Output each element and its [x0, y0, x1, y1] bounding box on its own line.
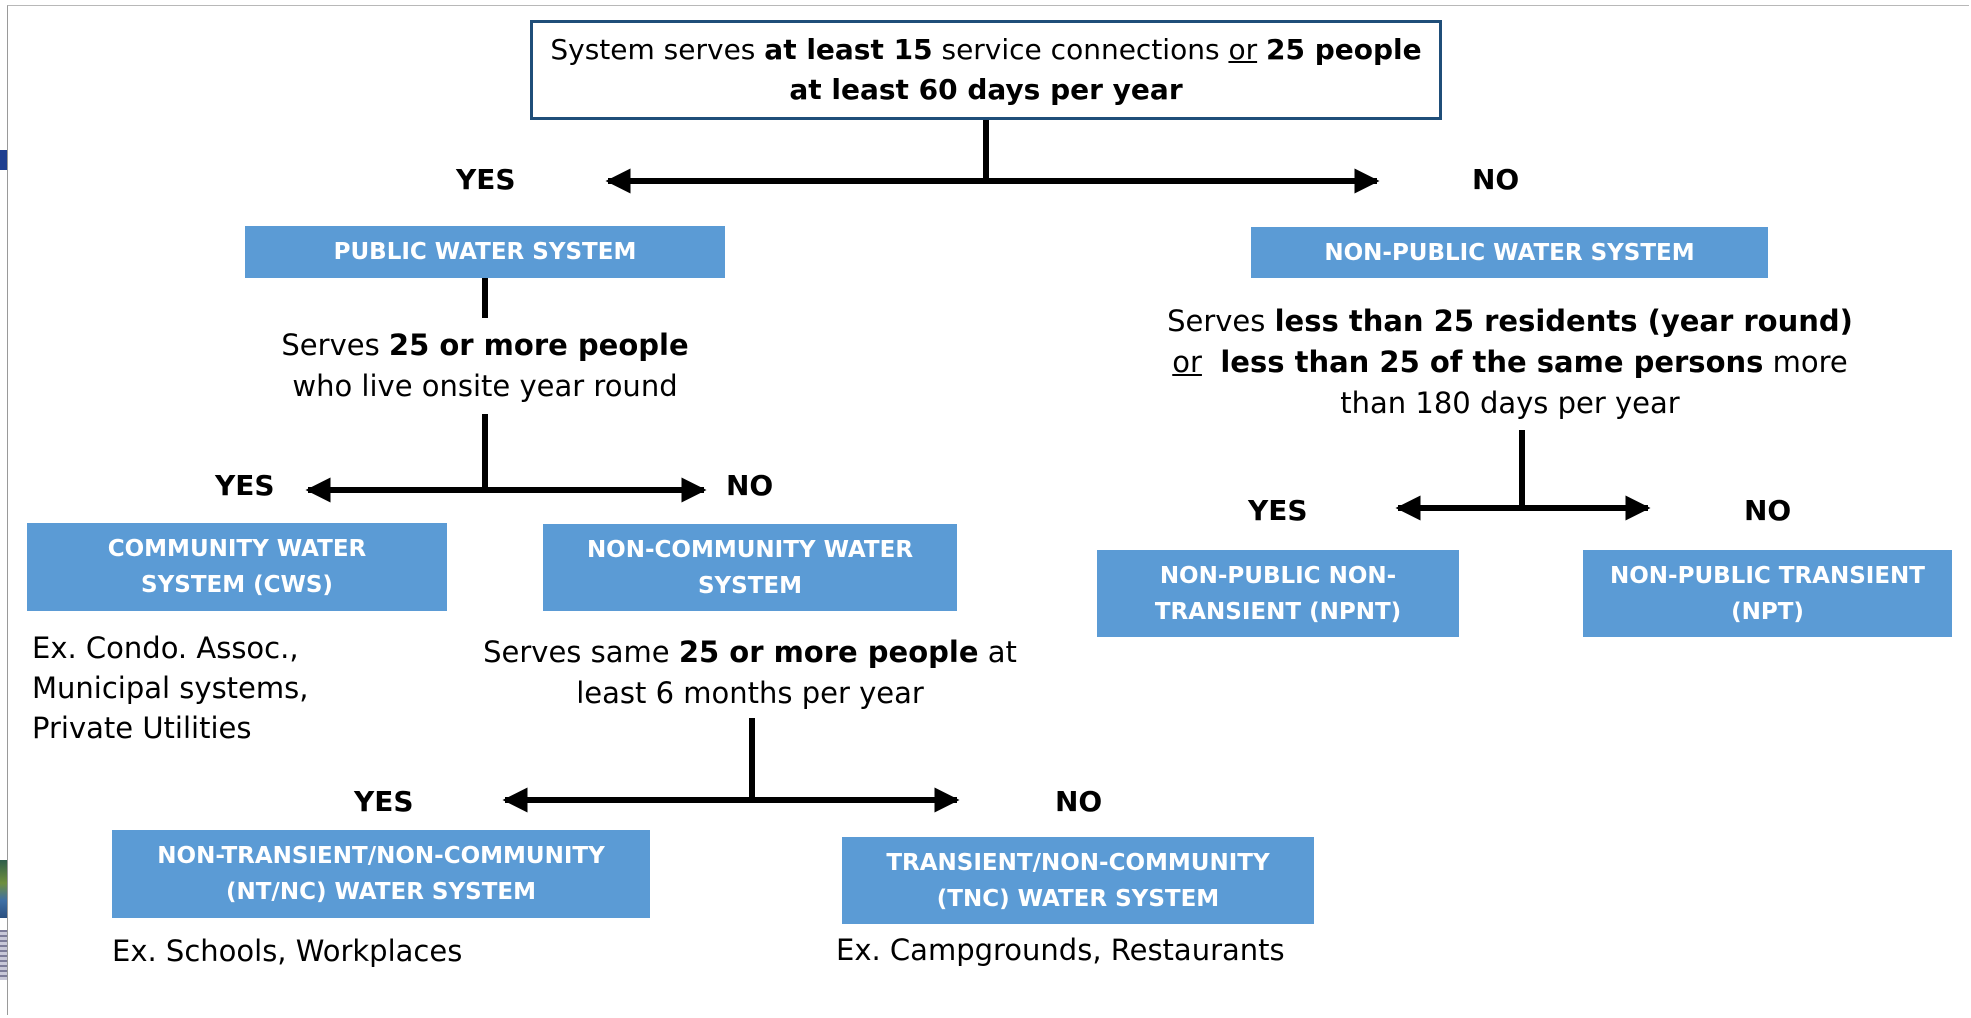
npt-label-line2: (NPT): [1731, 598, 1804, 625]
cws-label-line2: SYSTEM (CWS): [141, 572, 333, 598]
public-water-system-box: PUBLIC WATER SYSTEM: [245, 226, 725, 278]
tnc-water-system-box: TRANSIENT/NON-COMMUNITY (TNC) WATER SYST…: [842, 837, 1314, 924]
cws-example-1: Ex. Condo. Assoc.,: [32, 631, 299, 665]
nc-question-bold: 25 or more people: [678, 635, 979, 669]
cws-example-3: Private Utilities: [32, 711, 252, 745]
label-no-top: NO: [1472, 163, 1520, 196]
edge-pattern-fragment: [0, 930, 7, 980]
label-yes-nonpublic: YES: [1248, 494, 1308, 527]
public-water-system-label: PUBLIC WATER SYSTEM: [333, 239, 637, 265]
ncws-label-line1: NON-COMMUNITY WATER: [586, 536, 914, 563]
top-question-days: at least 60 days per year: [789, 73, 1183, 106]
ntnc-example: Ex. Schools, Workplaces: [112, 934, 463, 968]
non-community-water-system-box: NON-COMMUNITY WATER SYSTEM: [543, 524, 957, 611]
ncws-label-line2: SYSTEM: [697, 572, 803, 599]
top-question-text: System serves: [550, 33, 765, 66]
np-question-bold-residents: less than 25 residents (year round): [1274, 304, 1853, 338]
page-frame: [7, 5, 1969, 1015]
np-question-text: Serves: [1167, 304, 1275, 338]
label-no-nonpublic: NO: [1744, 494, 1792, 527]
cws-examples: Ex. Condo. Assoc., Municipal systems, Pr…: [32, 628, 308, 748]
npt-box: NON-PUBLIC TRANSIENT (NPT): [1583, 550, 1952, 637]
non-public-water-system-label: NON-PUBLIC WATER SYSTEM: [1324, 239, 1695, 266]
tnc-label-line1: TRANSIENT/NON-COMMUNITY: [886, 849, 1270, 876]
public-question-bold: 25 or more people: [388, 328, 689, 362]
non-public-question: Serves less than 25 residents (year roun…: [1150, 301, 1870, 424]
tnc-example: Ex. Campgrounds, Restaurants: [836, 933, 1285, 967]
nc-question-text: Serves same: [483, 635, 679, 669]
top-question-text-2: service connections: [932, 33, 1229, 66]
ntnc-label-line1: NON-TRANSIENT/NON-COMMUNITY: [157, 843, 605, 869]
np-question-more: more: [1763, 345, 1848, 379]
np-question-space: [1202, 345, 1220, 379]
edge-logo-fragment: [0, 860, 7, 918]
cws-label-line1: COMMUNITY WATER: [107, 536, 367, 562]
np-question-line3: than 180 days per year: [1340, 386, 1680, 420]
public-question-line2: who live onsite year round: [292, 369, 678, 403]
label-no-public: NO: [726, 469, 774, 502]
top-question-box: System serves at least 15 service connec…: [530, 20, 1442, 120]
npnt-label-line1: NON-PUBLIC NON-: [1159, 562, 1397, 589]
top-question-bold-count: at least 15: [764, 33, 933, 66]
npnt-box: NON-PUBLIC NON- TRANSIENT (NPNT): [1097, 550, 1459, 637]
np-question-bold-persons: less than 25 of the same persons: [1220, 345, 1764, 379]
cws-example-2: Municipal systems,: [32, 671, 309, 705]
non-public-water-system-box: NON-PUBLIC WATER SYSTEM: [1251, 227, 1768, 278]
public-question: Serves 25 or more people who live onsite…: [235, 325, 735, 407]
edge-accent-bar: [0, 150, 7, 170]
np-question-or: or: [1172, 345, 1202, 379]
nc-question-text-2: at: [978, 635, 1017, 669]
ntnc-water-system-box: NON-TRANSIENT/NON-COMMUNITY (NT/NC) WATE…: [112, 830, 650, 918]
ntnc-label-line2: (NT/NC) WATER SYSTEM: [225, 879, 537, 905]
nc-question-line2: least 6 months per year: [576, 676, 924, 710]
npt-label-line1: NON-PUBLIC TRANSIENT: [1610, 562, 1925, 589]
label-no-noncommunity: NO: [1055, 785, 1103, 818]
label-yes-top: YES: [456, 163, 516, 196]
top-question-or: or: [1228, 33, 1258, 66]
label-yes-public: YES: [215, 469, 275, 502]
top-question-bold-people: 25 people: [1266, 33, 1422, 66]
public-question-text: Serves: [281, 328, 389, 362]
top-question-space: [1257, 33, 1266, 66]
non-community-question: Serves same 25 or more people at least 6…: [465, 632, 1035, 714]
tnc-label-line2: (TNC) WATER SYSTEM: [936, 885, 1220, 912]
community-water-system-box: COMMUNITY WATER SYSTEM (CWS): [27, 523, 447, 611]
npnt-label-line2: TRANSIENT (NPNT): [1154, 598, 1402, 625]
label-yes-noncommunity: YES: [354, 785, 414, 818]
